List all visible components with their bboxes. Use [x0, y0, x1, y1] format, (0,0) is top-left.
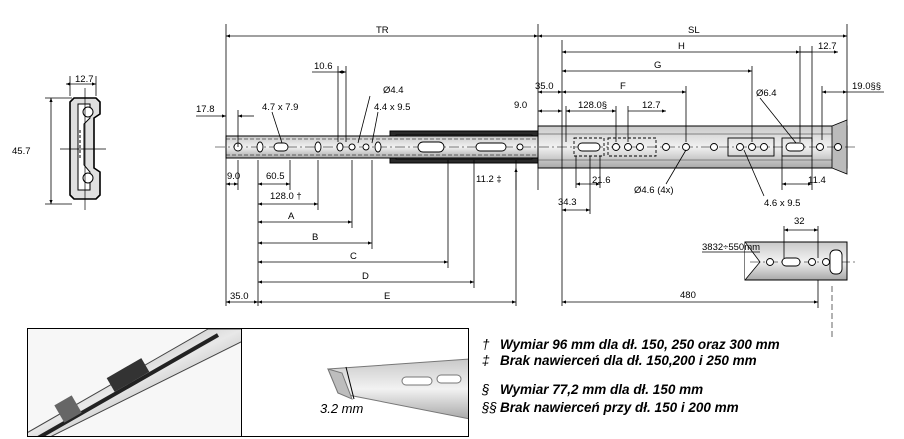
e-label: E [384, 291, 390, 302]
dim-9-0-top: 9.0 [514, 100, 527, 111]
dim-12-7-mid: 12.7 [642, 100, 661, 111]
dim-10-6: 10.6 [314, 61, 333, 72]
h-label: H [678, 41, 685, 52]
note-dagger: † Wymiar 96 mm dla dł. 150, 250 oraz 300 … [482, 337, 780, 352]
dim-128-0-dagger: 128.0 † [270, 191, 302, 202]
detail-rail-view [702, 226, 858, 338]
dim-34-3: 34.3 [558, 197, 577, 208]
dim-4-4x9-5: 4.4 x 9.5 [374, 102, 410, 113]
dim-11-2: 11.2 ‡ [476, 174, 502, 185]
dim-11-4: 11.4 [808, 175, 826, 186]
profile-height-label: 45.7 [12, 146, 31, 157]
dim-19-0: 19.0§§ [852, 81, 881, 92]
note-double-section: §§Brak nawierceń przy dł. 150 i 200 mm [482, 400, 739, 415]
dim-32: 32 [794, 216, 805, 227]
inner-member-holes [233, 141, 524, 153]
tr-label: TR [376, 25, 389, 36]
dim-4-4-dia: Ø4.4 [383, 85, 404, 96]
photo-mechanism [27, 328, 242, 437]
dim-128-0s: 128.0§ [578, 100, 607, 111]
d-label: D [362, 271, 369, 282]
dim-35-0-top: 35.0 [535, 81, 554, 92]
b-label: B [312, 232, 318, 243]
mechanism-photo-image [28, 329, 241, 436]
dim-35-0-bottom: 35.0 [230, 291, 249, 302]
outer-member-holes [573, 137, 842, 157]
note-symbol: § [482, 382, 490, 397]
note-text: Wymiar 77,2 mm dla dł. 150 mm [500, 382, 704, 397]
thickness-caption: 3.2 mm [320, 401, 364, 416]
dim-60-5: 60.5 [266, 171, 285, 182]
note-symbol: ‡ [482, 353, 490, 368]
photo-thickness: 3.2 mm [241, 328, 469, 437]
dim-6-4: Ø6.4 [756, 88, 777, 99]
rail-profile-section [60, 88, 106, 210]
sl-label: SL [688, 25, 700, 36]
dim-4-6-4x: Ø4.6 (4x) [634, 185, 674, 196]
dim-9-0-left: 9.0 [227, 171, 240, 182]
dim-480: 480 [680, 290, 696, 301]
note-text: Brak nawierceń dla dł. 150,200 i 250 mm [500, 353, 757, 368]
dim-12-7-top: 12.7 [818, 41, 837, 52]
g-label: G [654, 60, 661, 71]
dim-range: 3832÷550mm [702, 242, 760, 253]
dim-4-6x9-5: 4.6 x 9.5 [764, 198, 800, 209]
note-text: Wymiar 96 mm dla dł. 150, 250 oraz 300 m… [500, 337, 780, 352]
c-label: C [350, 251, 357, 262]
dimension-lines [196, 24, 884, 308]
f-label: F [620, 81, 626, 92]
profile-dimensions [45, 76, 97, 205]
note-text: Brak nawierceń przy dł. 150 i 200 mm [500, 400, 739, 415]
dim-17-8: 17.8 [196, 104, 215, 115]
thickness-photo-image [242, 329, 468, 436]
dim-4-7x7-9: 4.7 x 7.9 [262, 102, 298, 113]
note-symbol: §§ [482, 400, 498, 415]
note-section: § Wymiar 77,2 mm dla dł. 150 mm [482, 382, 703, 397]
note-symbol: † [482, 337, 490, 352]
profile-width-label: 12.7 [75, 74, 94, 85]
a-label: A [288, 211, 295, 222]
dim-21-6: 21.6 [592, 175, 611, 186]
note-double-dagger: ‡ Brak nawierceń dla dł. 150,200 i 250 mm [482, 353, 757, 368]
